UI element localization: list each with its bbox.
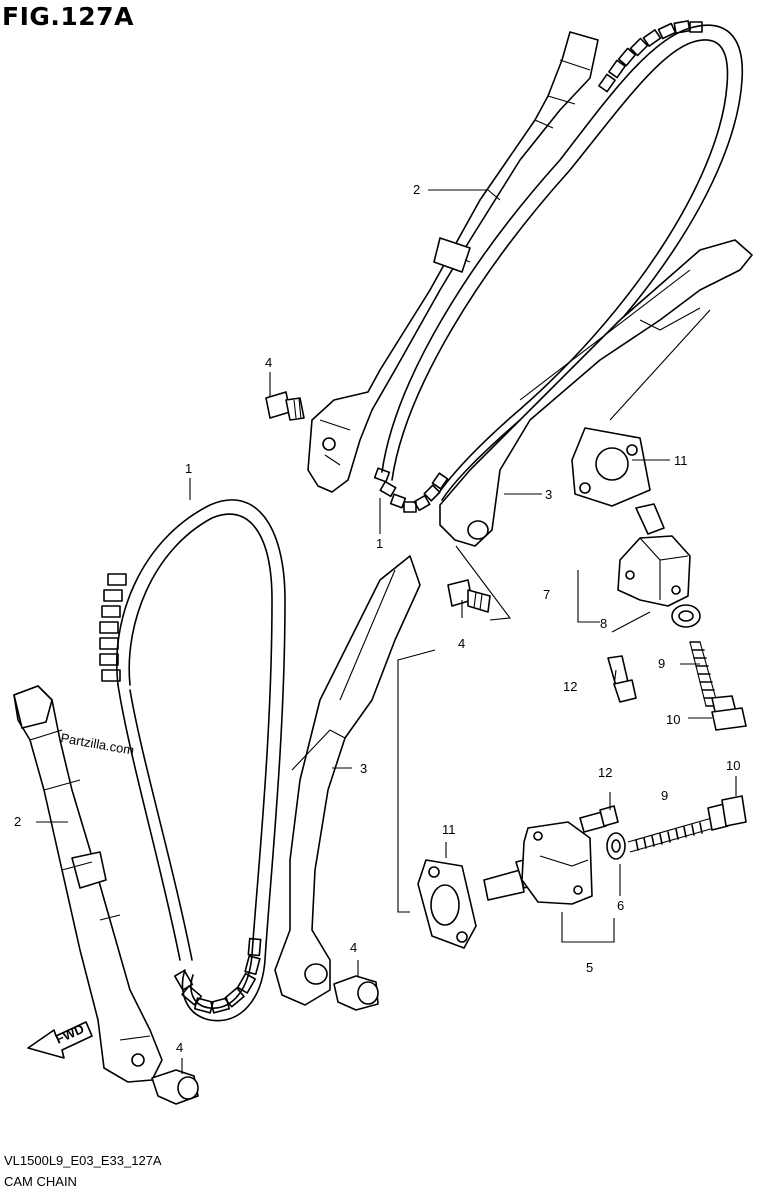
callout-3-lower: 3	[360, 761, 367, 776]
callout-10-lower: 10	[726, 758, 740, 773]
callout-9-upper: 9	[658, 656, 665, 671]
callout-11-upper: 11	[674, 453, 688, 468]
leader-lines	[36, 189, 737, 1074]
callout-6: 6	[617, 898, 624, 913]
tensioner-assembly-upper[interactable]	[617, 503, 701, 628]
gasket-11-lower[interactable]	[417, 859, 477, 949]
cam-chain-lower[interactable]	[99, 499, 286, 1022]
bolt-4-upper-mid[interactable]	[447, 579, 491, 613]
callout-10-upper: 10	[666, 712, 680, 727]
callout-1-upper-chain: 1	[376, 536, 383, 551]
callout-1-lower-chain: 1	[185, 461, 192, 476]
callout-12-upper: 12	[563, 679, 577, 694]
callout-2-lower: 2	[14, 814, 21, 829]
figure-title: FIG.127A	[2, 2, 134, 31]
callout-2-upper: 2	[413, 182, 420, 197]
callout-5: 5	[586, 960, 593, 975]
watermark-text: Partzilla.com	[59, 730, 135, 758]
callout-4-upper-mid: 4	[458, 636, 465, 651]
callout-11-lower: 11	[442, 822, 456, 837]
callout-3-upper: 3	[545, 487, 552, 502]
spring-9-upper[interactable]	[689, 641, 719, 707]
chain-guide-upper[interactable]	[307, 31, 599, 493]
callout-12-lower: 12	[598, 765, 612, 780]
bolt-4-lower-mid[interactable]	[333, 975, 379, 1011]
callout-8: 8	[600, 616, 607, 631]
plug-10-lower[interactable]	[707, 795, 747, 831]
gasket-11-upper[interactable]	[571, 427, 651, 507]
callout-4-upper-left: 4	[265, 355, 272, 370]
bolt-4-lower-left[interactable]	[151, 1069, 199, 1105]
figure-name: CAM CHAIN	[4, 1174, 77, 1189]
callout-9-lower: 9	[661, 788, 668, 803]
chain-guide-lower[interactable]	[13, 685, 163, 1083]
callout-labels: 2 4 1 1 3 11 7 8 4 9 12 10 3 12 10 9 2 1…	[14, 182, 740, 1055]
spring-9-lower[interactable]	[627, 817, 715, 853]
tensioner-assembly-lower[interactable]	[483, 821, 626, 905]
bolt-4-upper-left[interactable]	[265, 391, 305, 421]
callout-4-lower-left: 4	[176, 1040, 183, 1055]
callout-4-lower-mid: 4	[350, 940, 357, 955]
bolt-12-lower[interactable]	[579, 805, 619, 833]
callout-7: 7	[543, 587, 550, 602]
tensioner-arm-upper[interactable]	[439, 239, 753, 547]
fwd-arrow-icon: FWD	[27, 1021, 93, 1059]
figure-code: VL1500L9_E03_E33_127A	[4, 1153, 162, 1168]
bolt-12-upper[interactable]	[607, 655, 637, 703]
plug-10-upper[interactable]	[711, 695, 747, 731]
tensioner-arm-lower[interactable]	[274, 555, 421, 1006]
